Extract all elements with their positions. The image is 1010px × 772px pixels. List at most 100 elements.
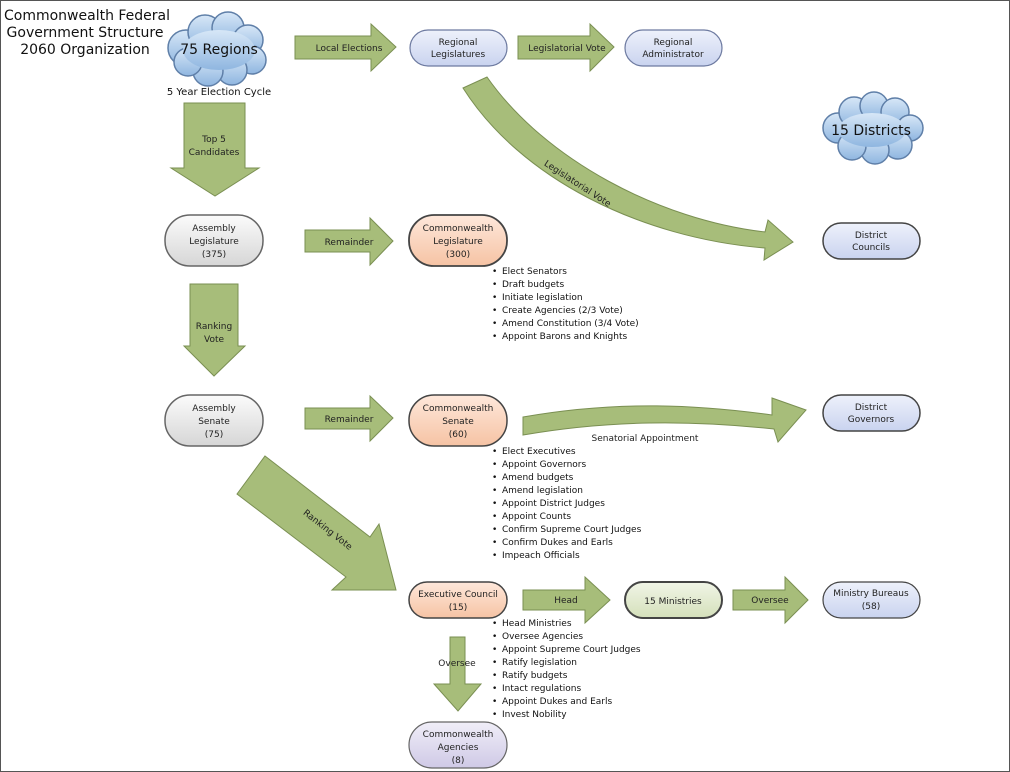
arrow-head — [522, 575, 611, 625]
list-item: Create Agencies (2/3 Vote) — [492, 305, 639, 318]
svg-text:Legislature: Legislature — [433, 237, 483, 247]
svg-text:Executive Council: Executive Council — [418, 590, 498, 600]
list-item: Amend Constitution (3/4 Vote) — [492, 318, 639, 331]
list-item: Confirm Supreme Court Judges — [492, 524, 641, 537]
cloud-15-districts: 15 Districts — [822, 91, 924, 165]
arrow-oversee-right — [732, 575, 809, 625]
svg-text:Senate: Senate — [198, 417, 230, 427]
arrow-legislatorial-vote — [517, 22, 615, 73]
svg-text:Administrator: Administrator — [642, 50, 704, 60]
node-regional-administrator: Regional Administrator — [624, 29, 723, 67]
arrow-local-elections — [294, 22, 397, 73]
label-senatorial-appointment: Senatorial Appointment — [592, 434, 699, 444]
node-regional-legislatures: Regional Legislatures — [409, 29, 508, 67]
list-item: Ratify legislation — [492, 657, 641, 670]
diagram-title: Commonwealth Federal Government Structur… — [4, 8, 171, 59]
list-item: Amend budgets — [492, 472, 641, 485]
title-line-1: Commonwealth Federal — [4, 8, 171, 24]
label-oversee-right: Oversee — [751, 596, 789, 606]
list-item: Elect Senators — [492, 266, 639, 279]
svg-text:15 Ministries: 15 Ministries — [644, 597, 702, 607]
svg-text:Councils: Councils — [852, 243, 890, 253]
svg-text:Assembly: Assembly — [192, 224, 236, 234]
svg-text:Agencies: Agencies — [438, 743, 479, 753]
svg-text:(58): (58) — [862, 602, 880, 612]
list-item: Elect Executives — [492, 446, 641, 459]
svg-text:Commonwealth: Commonwealth — [423, 224, 494, 234]
list-item: Invest Nobility — [492, 709, 641, 722]
node-commonwealth-agencies: Commonwealth Agencies (8) — [408, 721, 508, 769]
arrow-ranking-vote-down — [182, 283, 247, 377]
svg-text:Legislatures: Legislatures — [431, 50, 486, 60]
cloud-districts-label: 15 Districts — [831, 123, 911, 139]
svg-text:Commonwealth: Commonwealth — [423, 730, 494, 740]
cloud-regions-label: 75 Regions — [180, 42, 258, 58]
list-item: Intact regulations — [492, 683, 641, 696]
label-oversee-down: Oversee — [438, 659, 476, 669]
list-item: Confirm Dukes and Earls — [492, 537, 641, 550]
list-item: Amend legislation — [492, 485, 641, 498]
list-item: Appoint Dukes and Earls — [492, 696, 641, 709]
svg-text:(60): (60) — [449, 430, 467, 440]
list-item: Ratify budgets — [492, 670, 641, 683]
arrow-senatorial-appointment — [522, 397, 807, 444]
label-legislatorial-vote: Legislatorial Vote — [528, 44, 606, 54]
svg-text:(15): (15) — [449, 603, 467, 613]
list-item: Appoint Counts — [492, 511, 641, 524]
label-local-elections: Local Elections — [316, 44, 383, 54]
cloud-75-regions: 75 Regions — [167, 11, 267, 87]
list-item: Appoint Supreme Court Judges — [492, 644, 641, 657]
label-remainder-legislature: Remainder — [325, 238, 374, 248]
svg-text:Regional: Regional — [439, 38, 478, 48]
list-item: Oversee Agencies — [492, 631, 641, 644]
svg-text:(75): (75) — [205, 430, 223, 440]
node-15-ministries: 15 Ministries — [624, 581, 723, 619]
arrow-remainder-legislature — [304, 216, 394, 267]
node-executive-council: Executive Council (15) — [408, 581, 508, 619]
senate-duties-list: Elect Executives Appoint Governors Amend… — [492, 446, 641, 563]
arrow-legislatorial-vote-curve — [462, 76, 794, 261]
label-ranking-vote-line2: Vote — [204, 335, 224, 345]
list-item: Initiate legislation — [492, 292, 639, 305]
arrow-ranking-vote-diagonal — [236, 455, 397, 591]
node-assembly-senate: Assembly Senate (75) — [164, 394, 264, 447]
label-head: Head — [554, 596, 578, 606]
list-item: Impeach Officials — [492, 550, 641, 563]
svg-text:District: District — [855, 403, 888, 413]
svg-text:(300): (300) — [446, 250, 470, 260]
svg-text:Governors: Governors — [848, 415, 895, 425]
title-line-2: Government Structure — [6, 25, 164, 41]
label-ranking-vote-line1: Ranking — [196, 322, 232, 332]
svg-text:District: District — [855, 231, 888, 241]
svg-text:Senate: Senate — [442, 417, 474, 427]
node-district-councils: District Councils — [822, 222, 921, 260]
svg-text:(375): (375) — [202, 250, 226, 260]
arrow-top5-candidates — [169, 102, 261, 197]
label-top5-line1: Top 5 — [201, 135, 226, 145]
svg-text:Ministry Bureaus: Ministry Bureaus — [833, 589, 909, 599]
list-item: Appoint District Judges — [492, 498, 641, 511]
node-assembly-legislature: Assembly Legislature (375) — [164, 214, 264, 267]
legislature-duties-list: Elect Senators Draft budgets Initiate le… — [492, 266, 639, 344]
arrow-remainder-senate — [304, 394, 394, 443]
svg-text:Assembly: Assembly — [192, 404, 236, 414]
svg-text:Legislature: Legislature — [189, 237, 239, 247]
title-line-3: 2060 Organization — [20, 42, 150, 58]
label-top5-line2: Candidates — [189, 148, 240, 158]
list-item: Appoint Barons and Knights — [492, 331, 639, 344]
election-cycle-caption: 5 Year Election Cycle — [167, 87, 271, 98]
svg-text:Regional: Regional — [654, 38, 693, 48]
node-commonwealth-senate: Commonwealth Senate (60) — [408, 394, 508, 447]
svg-text:(8): (8) — [452, 756, 465, 766]
list-item: Draft budgets — [492, 279, 639, 292]
list-item: Head Ministries — [492, 618, 641, 631]
list-item: Appoint Governors — [492, 459, 641, 472]
node-ministry-bureaus: Ministry Bureaus (58) — [822, 581, 921, 619]
arrow-oversee-down — [432, 636, 483, 712]
label-remainder-senate: Remainder — [325, 415, 374, 425]
executive-duties-list: Head Ministries Oversee Agencies Appoint… — [492, 618, 641, 722]
node-district-governors: District Governors — [822, 394, 921, 432]
svg-text:Commonwealth: Commonwealth — [423, 404, 494, 414]
node-commonwealth-legislature: Commonwealth Legislature (300) — [408, 214, 508, 267]
